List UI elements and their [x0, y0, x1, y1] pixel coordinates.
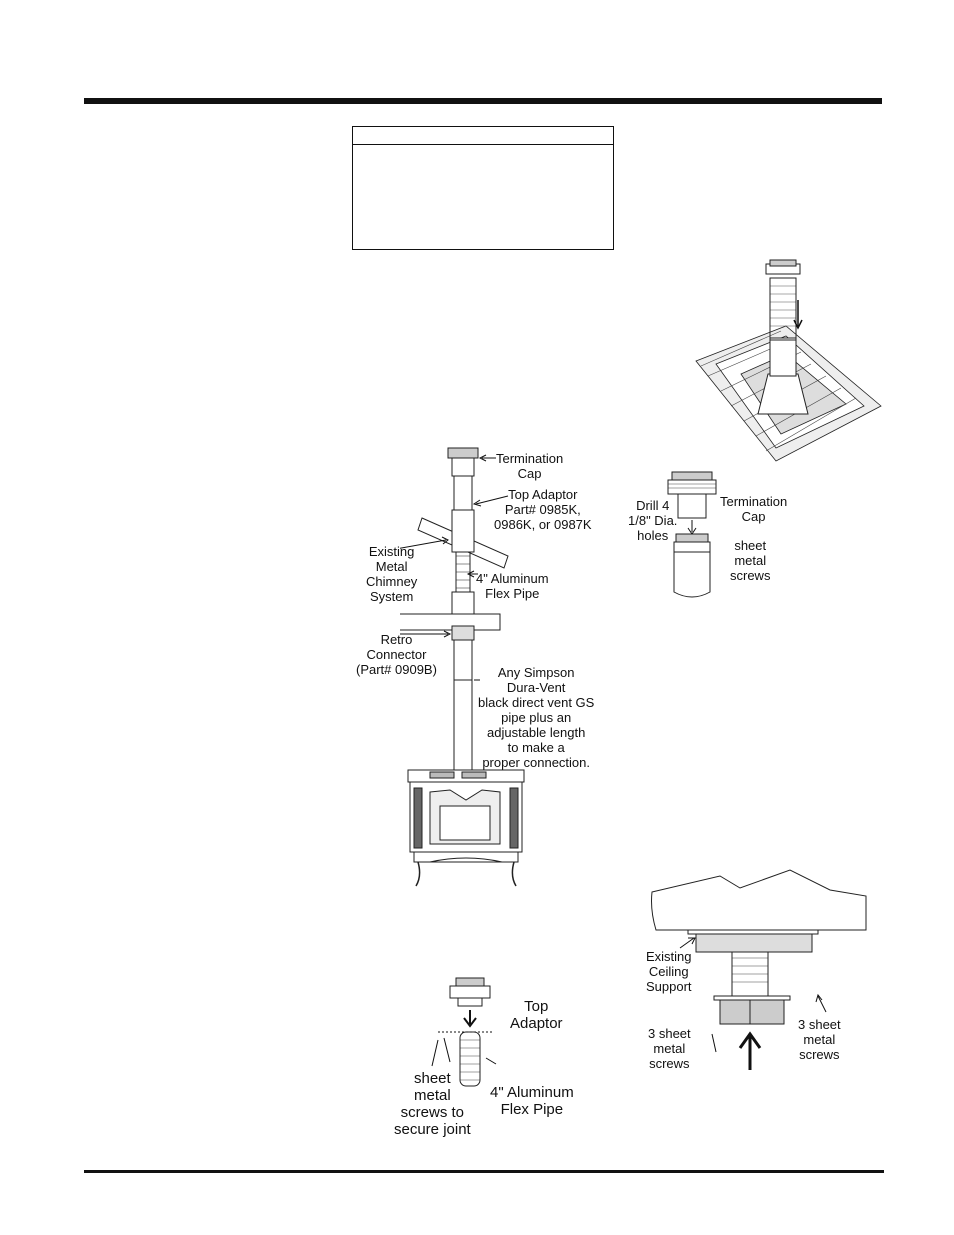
adaptor-detail-figure [431, 977, 497, 1087]
header-rule [84, 98, 882, 104]
ceiling-support-figure [651, 869, 867, 1070]
notice-box-header [353, 127, 613, 145]
cap-detail-figure [667, 471, 717, 598]
footer-rule [84, 1170, 884, 1173]
notice-box [352, 126, 614, 250]
stove-chimney-figure [400, 447, 525, 887]
roof-flashing-figure [695, 259, 882, 462]
